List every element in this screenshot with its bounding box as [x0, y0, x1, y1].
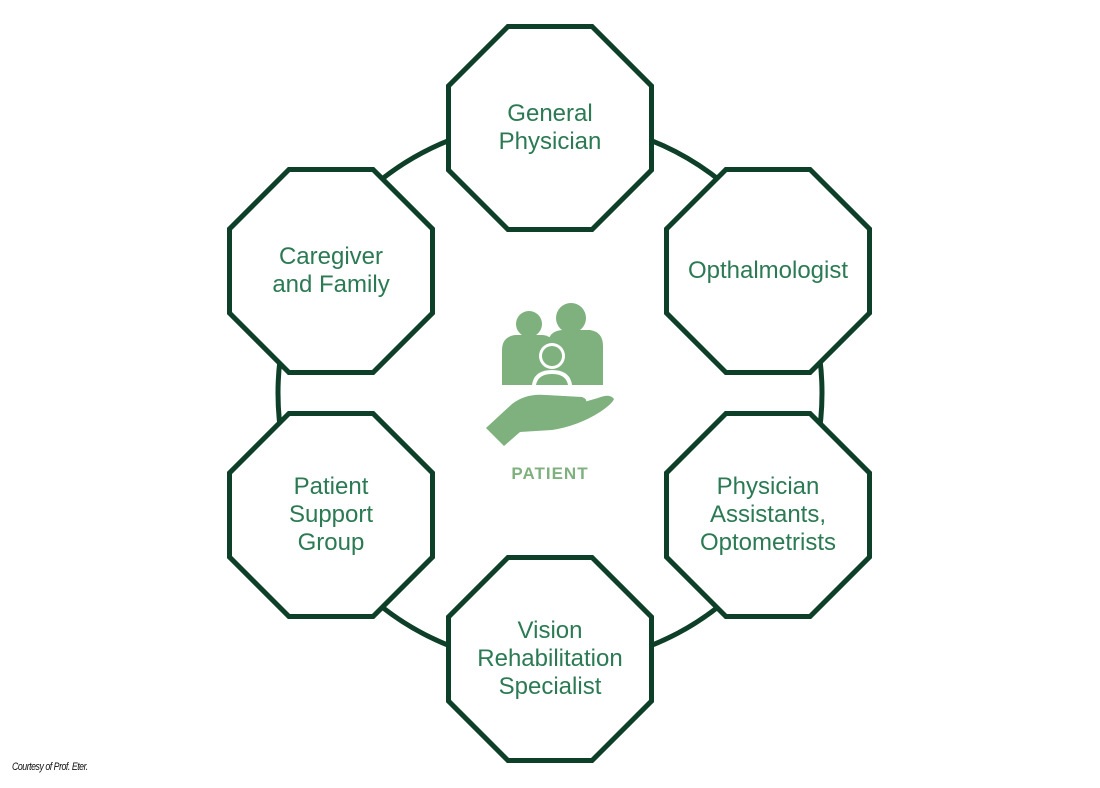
node-label-line: General — [507, 100, 593, 127]
octagon-patient-support-group — [227, 411, 435, 619]
node-label-line: Assistants, — [709, 501, 827, 528]
octagon-caregiver-family — [227, 167, 435, 375]
node-label-line: Support — [288, 501, 374, 528]
node-label-line: Rehabilitation — [477, 645, 623, 672]
node-label-line: Physician — [716, 473, 820, 500]
center-patient-label: PATIENT — [511, 464, 589, 483]
node-label-line: Physician — [498, 128, 602, 155]
family-in-hand-icon — [486, 303, 614, 446]
node-label-line: Caregiver — [278, 243, 384, 270]
octagon-opthalmologist — [664, 167, 872, 375]
node-label-line: Optometrists — [699, 529, 837, 556]
node-label-line: Group — [297, 529, 365, 556]
node-label-line: Patient — [293, 473, 369, 500]
octagon-general-physician — [446, 24, 654, 232]
node-label-line: Specialist — [498, 673, 602, 700]
octagon-vision-rehabilitation — [446, 555, 654, 763]
image-credit: Courtesy of Prof. Eter. — [12, 761, 88, 773]
octagon-physician-assistants — [664, 411, 872, 619]
node-label-line: Vision — [517, 617, 583, 644]
node-label-line: Opthalmologist — [687, 257, 849, 284]
node-label-opthalmologist: Opthalmologist — [673, 257, 863, 285]
node-label-line: and Family — [272, 271, 390, 298]
